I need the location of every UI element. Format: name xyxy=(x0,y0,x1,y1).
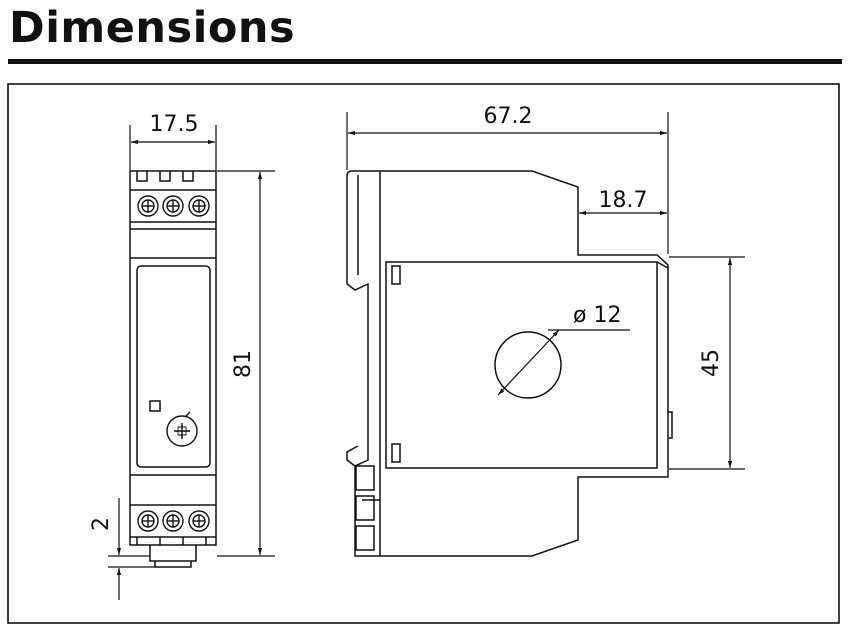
dim-front-width xyxy=(129,125,217,170)
dim-front-offset-label: 2 xyxy=(89,517,114,531)
page-title: Dimensions xyxy=(9,3,296,53)
dim-side-depth-label: 67.2 xyxy=(484,104,533,129)
dim-side-step-label: 18.7 xyxy=(599,188,648,213)
dim-front-offset xyxy=(108,498,155,600)
side-view xyxy=(346,170,673,557)
dim-side-window xyxy=(669,256,745,470)
dim-hole-diameter-label: ø 12 xyxy=(573,303,621,328)
adjust-knob-icon xyxy=(166,411,198,447)
title-underline xyxy=(8,59,842,64)
dim-hole-diameter xyxy=(497,329,630,396)
front-terminal-screws-top xyxy=(137,195,210,217)
dim-front-width-label: 17.5 xyxy=(150,112,199,137)
led-square xyxy=(149,400,161,412)
front-terminal-screws-bottom xyxy=(137,510,210,532)
dim-front-height-label: 81 xyxy=(231,350,256,378)
dim-side-depth xyxy=(346,112,669,254)
drawing-frame xyxy=(7,83,840,624)
front-view xyxy=(129,170,217,568)
dim-side-window-label: 45 xyxy=(699,349,724,377)
dim-front-height xyxy=(217,170,275,557)
